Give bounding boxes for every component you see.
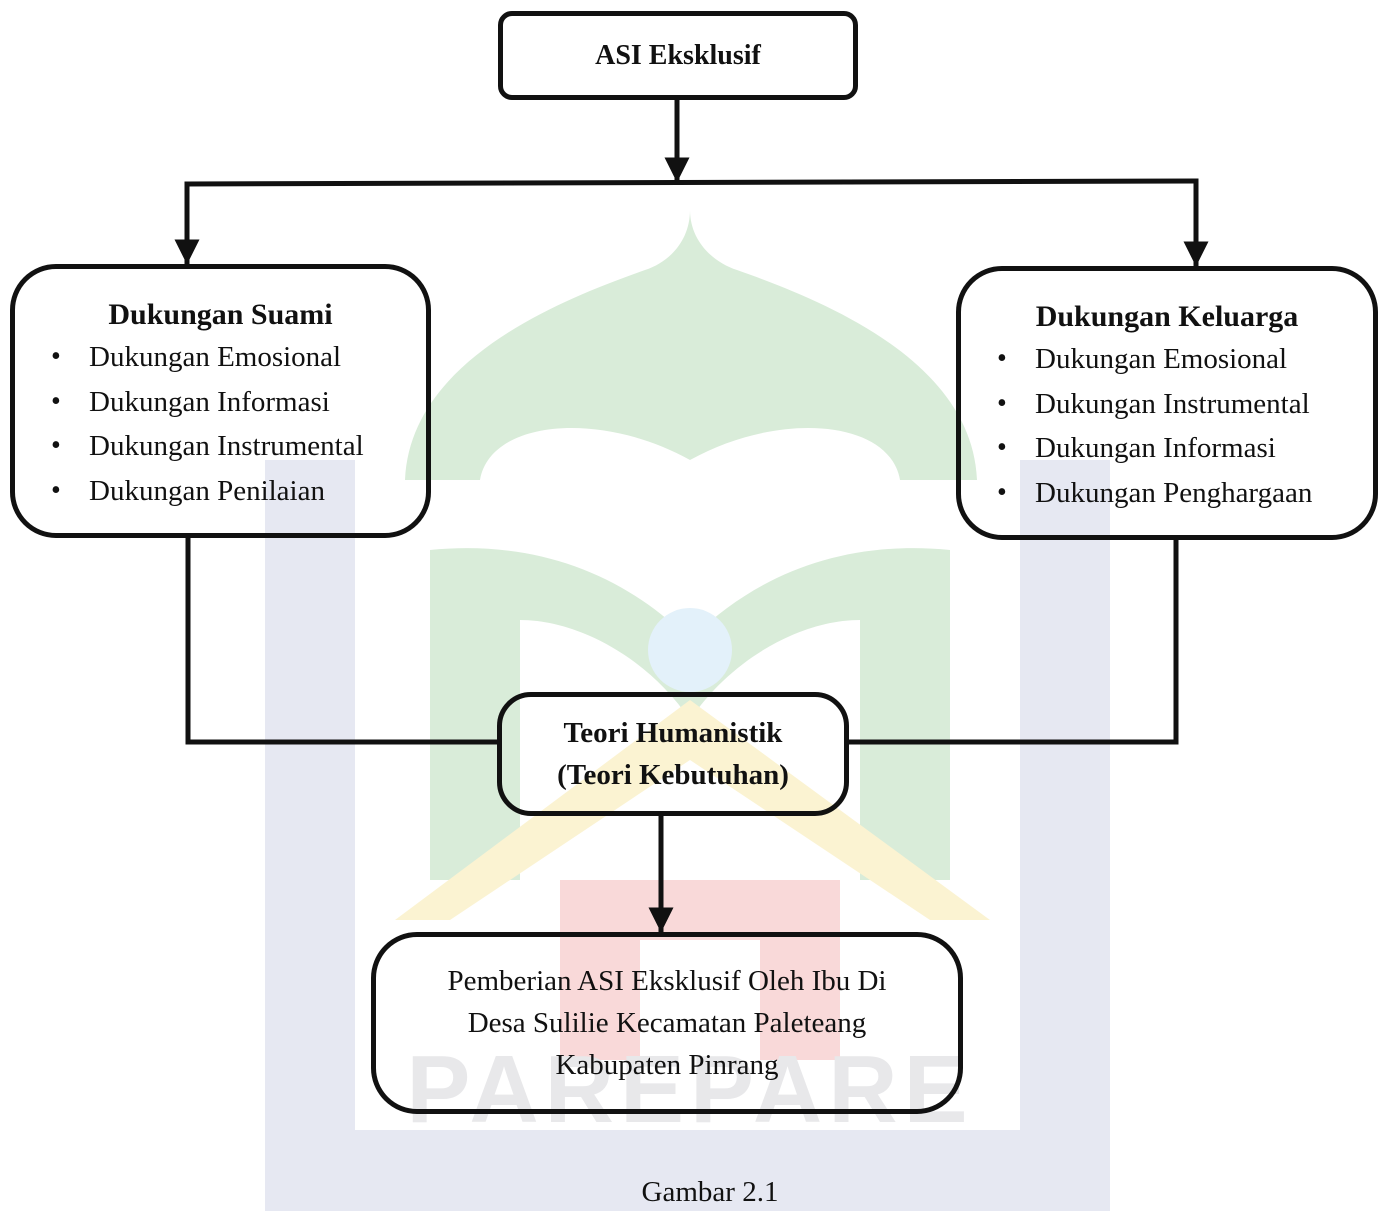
node-dukungan-suami: Dukungan Suami Dukungan Emosional Dukung… (10, 264, 431, 538)
watermark-red-mark (560, 880, 840, 1060)
node-asi-eksklusif: ASI Eksklusif (498, 11, 858, 100)
list-item: Dukungan Instrumental (51, 424, 426, 469)
node-teori-humanistik: Teori Humanistik (Teori Kebutuhan) (497, 692, 849, 816)
list-item: Dukungan Informasi (997, 426, 1373, 471)
node-teori-humanistik-line2: (Teori Kebutuhan) (557, 759, 789, 791)
node-dukungan-keluarga: Dukungan Keluarga Dukungan Emosional Duk… (956, 266, 1378, 540)
node-teori-humanistik-line1: Teori Humanistik (563, 717, 783, 749)
figure-caption: Gambar 2.1 (641, 1176, 779, 1208)
watermark-frame-left (265, 460, 355, 1150)
watermark-roof (395, 700, 990, 920)
node-dukungan-suami-title: Dukungan Suami (108, 298, 333, 331)
watermark-frame-bottom (265, 1130, 1110, 1211)
node-pemberian-asi-line2: Desa Sulilie Kecamatan Paleteang (467, 1007, 867, 1039)
node-dukungan-keluarga-list: Dukungan Emosional Dukungan Instrumental… (997, 337, 1373, 515)
list-item: Dukungan Penilaian (51, 469, 426, 514)
right-box-to-theory-line (846, 539, 1179, 745)
node-pemberian-asi-line3: Kabupaten Pinrang (555, 1049, 779, 1081)
watermark-dome (405, 210, 977, 480)
node-dukungan-keluarga-title: Dukungan Keluarga (1035, 300, 1299, 333)
watermark-globe (648, 608, 732, 692)
split-horizontal-line (184, 178, 1199, 187)
watermark-frame-right (1020, 460, 1110, 1150)
list-item: Dukungan Emosional (51, 335, 426, 380)
watermark-text: PAREPARE (406, 1036, 973, 1143)
node-dukungan-suami-list: Dukungan Emosional Dukungan Informasi Du… (51, 335, 426, 513)
node-pemberian-asi-line1: Pemberian ASI Eksklusif Oleh Ibu Di (447, 965, 887, 997)
list-item: Dukungan Emosional (997, 337, 1373, 382)
node-pemberian-asi: Pemberian ASI Eksklusif Oleh Ibu Di Desa… (371, 932, 963, 1114)
node-asi-eksklusif-label: ASI Eksklusif (595, 39, 761, 71)
list-item: Dukungan Informasi (51, 380, 426, 425)
list-item: Dukungan Instrumental (997, 382, 1373, 427)
list-item: Dukungan Penghargaan (997, 471, 1373, 516)
left-box-to-theory-line (185, 535, 500, 745)
